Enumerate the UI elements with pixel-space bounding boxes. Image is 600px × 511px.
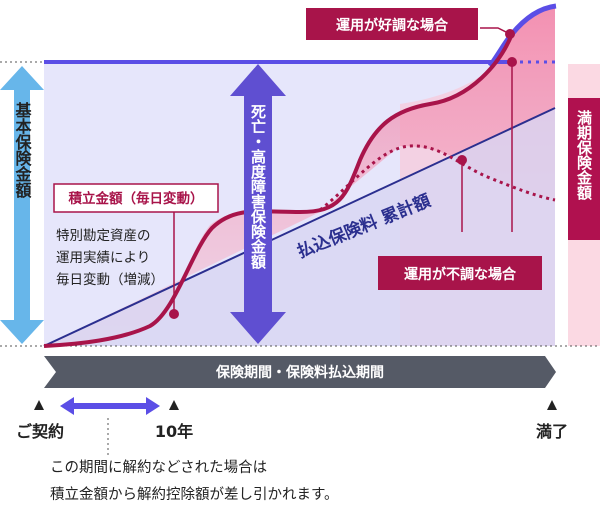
accumulated-label-box (53, 183, 219, 213)
range-arrow (60, 397, 160, 415)
good-connector (480, 27, 511, 35)
tick-contract-marker (34, 400, 44, 410)
good-label: 運用が好調な場合 (336, 17, 449, 34)
tick-maturity-label: 満了 (536, 422, 568, 441)
accumulated-title: 積立金額（毎日変動） (68, 190, 204, 207)
maturity-label-box (568, 98, 600, 240)
basic-amount-label: 基本保険金額 (13, 101, 33, 199)
poor-label: 運用が不調な場合 (404, 266, 517, 283)
accumulated-desc-1: 特別勘定資産の (56, 228, 151, 244)
tick-10y-label: 10年 (155, 422, 193, 441)
basic-amount-arrow (0, 66, 44, 344)
period-bar (44, 356, 556, 388)
poor-performance-curve (319, 144, 556, 212)
tick-10y-marker (169, 400, 179, 410)
death-amount-arrow (230, 64, 286, 344)
premium-line (43, 107, 556, 347)
tick-maturity-marker (547, 400, 557, 410)
maturity-label: 満期保険金額 (575, 109, 593, 201)
period-bar-label: 保険期間・保険料払込期間 (215, 364, 384, 381)
death-amount-label: 死亡・高度障害保険金額 (249, 104, 267, 270)
tick-contract-label: ご契約 (16, 422, 64, 441)
caption-line-1: この期間に解約などされた場合は (50, 460, 268, 476)
good-label-box (306, 8, 478, 40)
accumulated-desc-2: 運用実績により (56, 250, 150, 266)
caption-line-2: 積立金額から解約控除額が差し引かれます。 (50, 487, 339, 503)
poor-label-box (378, 256, 542, 290)
caption: この期間に解約などされた場合は 積立金額から解約控除額が差し引かれます。 (50, 455, 590, 509)
accumulated-curve (43, 33, 514, 348)
accumulated-desc-3: 毎日変動（増減） (56, 271, 164, 288)
